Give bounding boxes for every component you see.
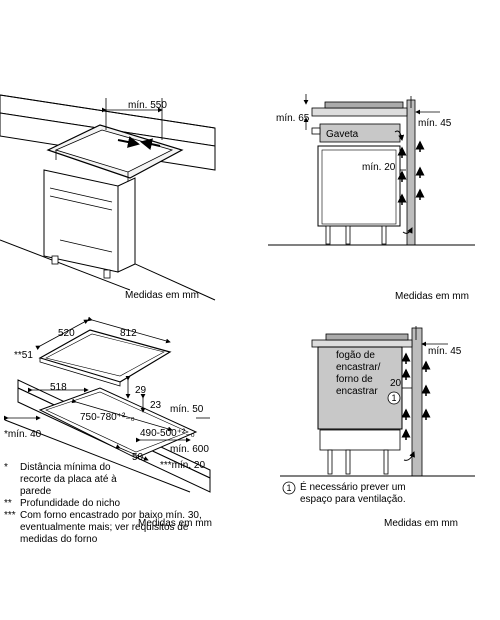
circle-marker-icon (387, 391, 401, 405)
dim-29: 29 (135, 385, 147, 396)
dim-490-500: 490-500⁺²₋₀ (140, 428, 195, 439)
panel3-caption: Medidas em mm (138, 518, 212, 529)
dim-51: **51 (14, 350, 33, 361)
ventilation-note-line-2: espaço para ventilação. (300, 494, 406, 505)
oven-label: fogão de encastrar/ forno de encastrar (336, 350, 380, 398)
dim-min-40: *mín. 40 (4, 429, 42, 440)
dim-min-600: mín. 600 (170, 444, 209, 455)
panel-drawer-section: mín. 65 mín. 45 Gaveta mín. 20 Medidas e… (268, 94, 475, 302)
panel-oven-section: mín. 45 20 1 1 Medidas em mm (280, 326, 475, 529)
dim-23: 23 (150, 400, 162, 411)
note-marker: 1 (287, 483, 292, 493)
dim-min-50: mín. 50 (170, 404, 204, 415)
footnote-1: * Distância mínima do recorte da placa a… (4, 462, 234, 498)
oven-label-line-3: forno de (336, 374, 373, 385)
dim-min-45: mín. 45 (418, 118, 452, 129)
panel4-caption: Medidas em mm (384, 518, 458, 529)
panel2-caption: Medidas em mm (395, 291, 469, 302)
panel1-caption: Medidas em mm (125, 290, 199, 301)
dim-812: 812 (120, 328, 137, 339)
ventilation-note-line-1: É necessário prever um (300, 482, 406, 493)
dim-518: 518 (50, 382, 67, 393)
dim-20: 20 (390, 378, 402, 389)
oven-label-line-2: encastrar/ (336, 362, 381, 373)
drawer-label: Gaveta (326, 129, 359, 140)
dim-min-45-oven: mín. 45 (428, 346, 462, 357)
footnote-text: Com forno encastrado por baixo mín. 30, … (20, 510, 202, 545)
panel-hob-dimensions: 520 812 **51 518 29 23 750-780⁺²₋₀ mín. … (4, 316, 212, 529)
oven-label-line-4: encastrar (336, 386, 378, 397)
ventilation-note: É necessário prever um espaço para venti… (300, 482, 490, 506)
footnotes: * Distância mínima do recorte da placa a… (4, 462, 234, 546)
footnote-text: Profundidade do nicho (20, 498, 121, 509)
footnote-2: ** Profundidade do nicho (4, 498, 234, 510)
footnote-mark: ** (4, 498, 12, 509)
dim-50: 50 (132, 452, 144, 463)
circle-marker: 1 (392, 393, 397, 403)
dim-min-550: mín. 550 (128, 100, 167, 111)
note-circle-icon (282, 481, 296, 495)
footnote-mark: * (4, 462, 8, 473)
dim-min-20: mín. 20 (362, 162, 396, 173)
dim-min-20: ***mín. 20 (160, 460, 205, 471)
dim-520: 520 (58, 328, 75, 339)
panel-worktop-cutout: mín. 550 Medidas em mm (0, 94, 216, 301)
dim-min-65: mín. 65 (276, 113, 310, 124)
dim-750-780: 750-780⁺²₋₀ (80, 412, 135, 423)
footnote-3: *** Com forno encastrado por baixo mín. … (4, 510, 234, 546)
footnote-mark: *** (4, 510, 16, 521)
oven-label-line-1: fogão de (336, 350, 375, 361)
footnote-text: Distância mínima do recorte da placa até… (20, 462, 117, 497)
